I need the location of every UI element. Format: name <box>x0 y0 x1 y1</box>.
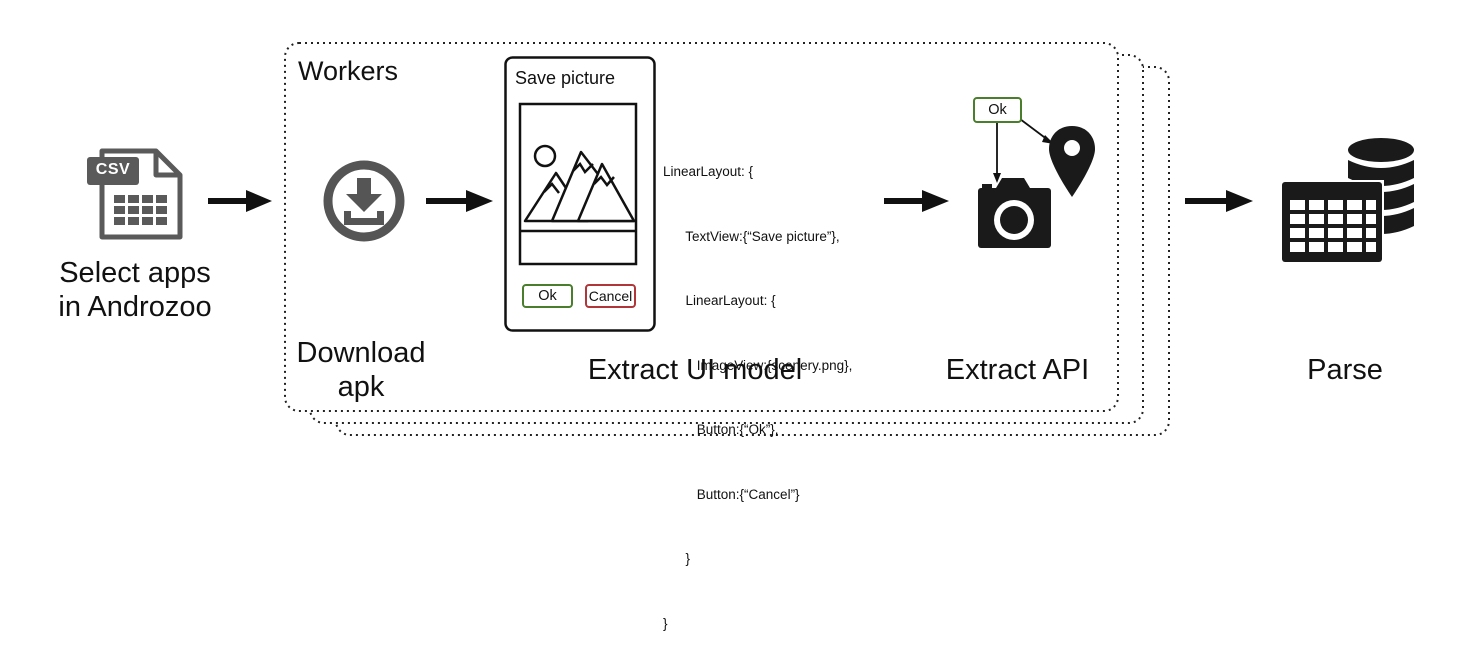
arrow-right-icon <box>1185 190 1253 212</box>
download-apk-line2: apk <box>337 371 385 403</box>
code-line: LinearLayout: { <box>663 164 754 179</box>
database-table-icon <box>1280 138 1414 264</box>
extract-api-label: Extract API <box>945 354 1090 386</box>
parse-label: Parse <box>1307 354 1383 386</box>
image-placeholder-icon <box>523 144 636 223</box>
map-pin-icon <box>1049 126 1095 197</box>
code-line: TextView:{“Save picture”}, <box>663 228 840 244</box>
download-icon <box>323 160 405 242</box>
phone-ok-button[interactable]: Ok <box>522 284 573 308</box>
download-apk-line1: Download <box>296 337 426 369</box>
arrow-right-icon <box>208 190 272 212</box>
csv-file-icon <box>87 148 183 240</box>
workers-title: Workers <box>298 56 399 86</box>
arrows-layer <box>208 190 1253 212</box>
csv-badge-text: CSV <box>95 161 131 178</box>
code-line: Button:{“Cancel”} <box>663 486 800 502</box>
select-apps-label: Select apps in Androzoo <box>40 256 230 324</box>
phone-mockup <box>504 56 656 332</box>
select-apps-line1: Select apps <box>59 257 211 289</box>
camera-icon <box>978 178 1051 248</box>
worker-box-front <box>284 42 1119 412</box>
code-line: ImageView:{scenery.png}, <box>663 357 853 373</box>
extract-ui-label: Extract UI model <box>587 354 803 386</box>
select-apps-line2: in Androzoo <box>58 291 212 323</box>
api-icons <box>978 118 1095 248</box>
api-ok-callout: Ok <box>973 97 1022 123</box>
code-line: Button:{“Ok”}, <box>663 422 779 437</box>
code-line: } <box>663 551 691 566</box>
code-line: } <box>663 615 668 631</box>
download-apk-label: Download apk <box>286 336 436 404</box>
code-line: LinearLayout: { <box>663 293 776 308</box>
phone-cancel-button[interactable]: Cancel <box>585 284 636 308</box>
arrow-right-icon <box>884 190 949 212</box>
phone-title: Save picture <box>515 68 616 88</box>
arrow-right-icon <box>426 190 493 212</box>
